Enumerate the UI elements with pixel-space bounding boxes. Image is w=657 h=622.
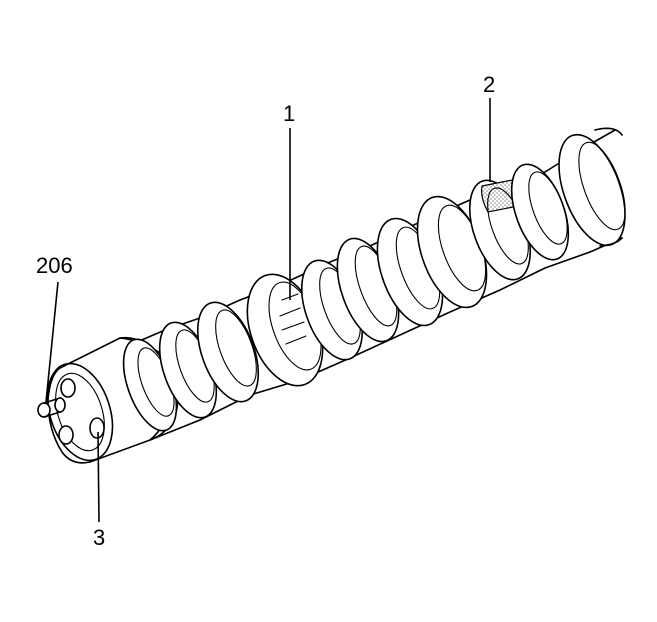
cam-lobes bbox=[122, 127, 626, 432]
callout-2-label: 2 bbox=[483, 72, 495, 97]
callout-3: 3 bbox=[93, 431, 105, 550]
bolt-hole-right bbox=[89, 417, 105, 439]
camshaft bbox=[37, 127, 626, 464]
dowel-pin bbox=[37, 397, 66, 418]
callout-206-label: 206 bbox=[36, 253, 73, 278]
shaft-lower-edge bbox=[87, 237, 623, 461]
callout-1-label: 1 bbox=[283, 101, 295, 126]
bolt-hole-lower bbox=[58, 425, 74, 445]
callout-1: 1 bbox=[283, 101, 295, 300]
bolt-hole-upper bbox=[60, 378, 76, 398]
callout-3-label: 3 bbox=[93, 525, 105, 550]
callout-2: 2 bbox=[483, 72, 495, 182]
callout-206: 206 bbox=[36, 253, 73, 403]
